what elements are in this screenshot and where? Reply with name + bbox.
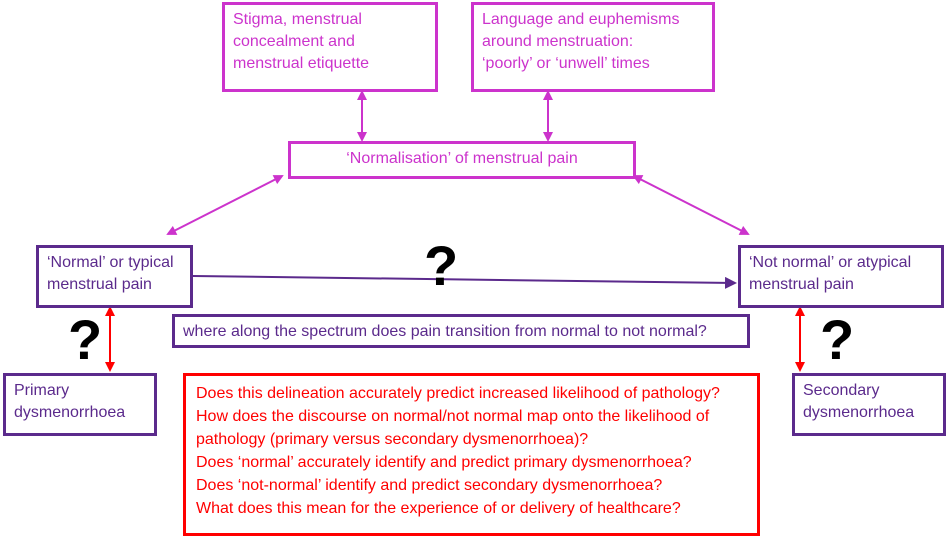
pathology-questions-box: Does this delineation accurately predict… — [183, 373, 760, 536]
question-line: pathology (primary versus secondary dysm… — [196, 431, 589, 448]
question-line: How does the discourse on normal/not nor… — [196, 408, 710, 425]
question-mark-left: ? — [68, 308, 103, 371]
language-box: Language and euphemisms around menstruat… — [471, 2, 715, 92]
question-line: Does this delineation accurately predict… — [196, 385, 720, 402]
spectrum-question-box: where along the spectrum does pain trans… — [172, 314, 750, 348]
secondary-dysmenorrhoea-box: Secondary dysmenorrhoea — [792, 373, 946, 436]
arrow-normalisation-normal — [166, 175, 284, 235]
question-mark-right: ? — [820, 308, 855, 371]
arrow-normalisation-not-normal — [632, 175, 750, 235]
question-line: What does this mean for the experience o… — [196, 500, 681, 517]
question-mark-center: ? — [424, 234, 459, 297]
question-line: Does ‘not-normal’ identify and predict s… — [196, 477, 663, 494]
question-line: Does ‘normal’ accurately identify and pr… — [196, 454, 692, 471]
primary-dysmenorrhoea-box: Primary dysmenorrhoea — [3, 373, 157, 436]
stigma-box: Stigma, menstrual concealment and menstr… — [222, 2, 438, 92]
normalisation-box: ‘Normalisation’ of menstrual pain — [288, 141, 636, 179]
arrow-spectrum — [192, 275, 737, 289]
not-normal-pain-box: ‘Not normal’ or atypical menstrual pain — [738, 245, 944, 308]
normal-pain-box: ‘Normal’ or typical menstrual pain — [36, 245, 193, 308]
